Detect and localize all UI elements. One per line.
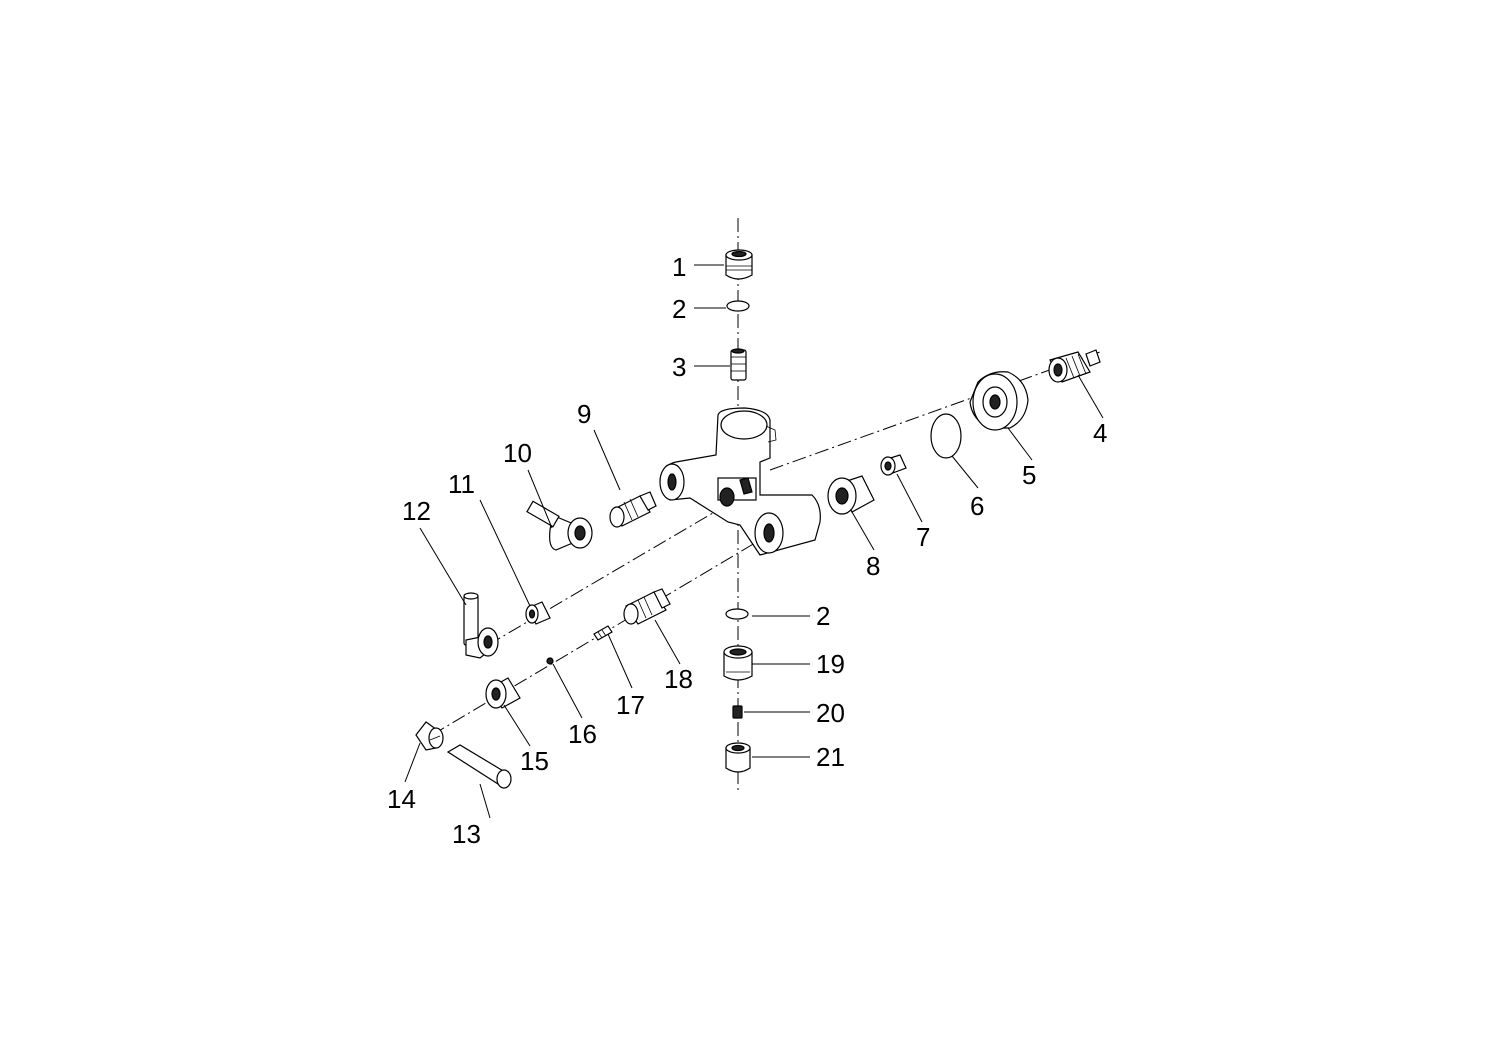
label-part-2-lower: 2 (816, 601, 830, 631)
label-part-4: 4 (1093, 418, 1107, 448)
label-part-18: 18 (664, 664, 693, 694)
part-10-lever-handle (526, 500, 593, 551)
label-part-16: 16 (568, 719, 597, 749)
label-part-12: 12 (402, 496, 431, 526)
label-part-11: 11 (448, 469, 475, 499)
part-16-ball (546, 657, 554, 665)
part-9-cartridge (609, 491, 657, 528)
lower-diagonal-axis (431, 539, 761, 736)
leader-lines (404, 264, 1104, 819)
label-part-1: 1 (672, 252, 686, 282)
part-2-o-ring-lower (725, 608, 749, 620)
part-6-seal-ring (930, 413, 962, 459)
label-part-6: 6 (970, 491, 984, 521)
label-part-10: 10 (503, 438, 532, 468)
part-15-bonnet (485, 677, 521, 709)
label-part-15: 15 (520, 746, 549, 776)
part-14-lever-base (415, 721, 444, 751)
label-part-3: 3 (672, 352, 686, 382)
part-5-escutcheon (969, 371, 1029, 431)
part-11-adapter (525, 601, 551, 625)
part-2-o-ring-upper (726, 300, 750, 312)
label-part-13: 13 (452, 819, 481, 849)
label-part-8: 8 (866, 551, 880, 581)
label-part-17: 17 (616, 690, 645, 720)
label-part-14: 14 (387, 784, 416, 814)
part-7-nipple (880, 454, 907, 476)
part-4-connector (1048, 349, 1101, 383)
part-18-cartridge (623, 588, 671, 625)
part-17-spindle (593, 625, 613, 641)
part-19-aerator-housing (723, 645, 753, 681)
part-labels: 1 2 3 4 5 6 7 8 9 10 11 12 13 14 15 16 1… (387, 252, 1107, 849)
part-13-handle-grip (446, 744, 512, 789)
label-part-20: 20 (816, 698, 845, 728)
right-axis (769, 351, 1101, 471)
part-12-lever-handle (463, 592, 499, 659)
label-part-9: 9 (577, 399, 591, 429)
part-1-cap (725, 249, 753, 280)
label-part-19: 19 (816, 649, 845, 679)
part-21-aerator-cap (725, 742, 751, 773)
label-part-7: 7 (916, 522, 930, 552)
part-3-cartridge (730, 348, 747, 381)
label-part-21: 21 (816, 742, 845, 772)
label-part-5: 5 (1022, 460, 1036, 490)
valve-body (659, 407, 821, 556)
center-axes (431, 218, 1101, 790)
label-part-2-upper: 2 (672, 294, 686, 324)
part-8-hex-nut (827, 475, 875, 515)
part-20-aerator-insert (732, 705, 743, 719)
